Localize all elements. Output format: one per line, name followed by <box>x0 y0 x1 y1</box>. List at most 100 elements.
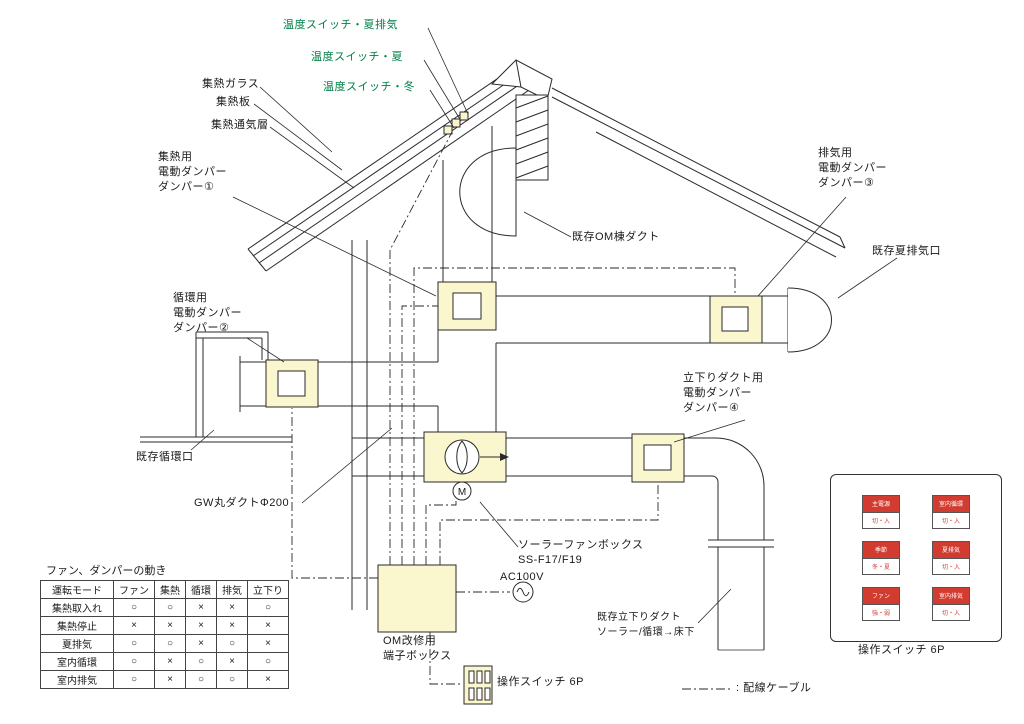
value-cell: ○ <box>216 634 248 653</box>
label-collector-plate: 集熱板 <box>216 96 251 108</box>
fan-box <box>351 431 509 501</box>
roof-left <box>247 65 533 272</box>
circulation-duct <box>239 356 438 412</box>
circulation-opening-structure <box>140 331 292 443</box>
switch-sub-label: 切・入 <box>933 603 969 620</box>
label-existing-circulation-opening: 既存循環口 <box>136 451 194 463</box>
panel-switch-4: ファン強・弱 <box>862 587 900 621</box>
temperature-sensors <box>443 111 469 135</box>
switch-label: ファン <box>863 588 899 604</box>
control-panel: 主電源切・入室内循環切・入季節冬・夏夏排気切・入ファン強・弱室内排気切・入 <box>830 474 1002 642</box>
panel-switch-0: 主電源切・入 <box>862 495 900 529</box>
table-col-header-3: 循環 <box>185 580 217 599</box>
value-cell: ○ <box>216 670 248 689</box>
label-ac100v: AC100V <box>500 571 544 583</box>
mode-cell: 集熱停止 <box>40 616 114 635</box>
value-cell: × <box>247 616 289 635</box>
value-cell: × <box>216 616 248 635</box>
label-temp-switch-winter: 温度スイッチ・冬 <box>323 81 415 93</box>
roof-right <box>551 87 846 258</box>
table-row-1: 集熱停止××××× <box>40 616 289 635</box>
value-cell: ○ <box>154 634 186 653</box>
collector-duct <box>442 126 493 282</box>
label-gw-round-duct: GW丸ダクトΦ200 <box>194 497 290 509</box>
label-damper1: 集熱用 電動ダンパー ダンパー① <box>158 151 227 193</box>
value-cell: × <box>185 634 217 653</box>
switch-sub-label: 強・弱 <box>863 603 899 620</box>
switch-label: 主電源 <box>863 496 899 512</box>
table-row-0: 集熱取入れ○○××○ <box>40 598 289 617</box>
panel-switch-1: 室内循環切・入 <box>932 495 970 529</box>
panel-switch-3: 夏排気切・入 <box>932 541 970 575</box>
downtake-duct <box>506 433 774 651</box>
label-existing-down-duct: 既存立下りダクト ソーラー/循環→床下 <box>597 612 695 638</box>
value-cell: × <box>216 598 248 617</box>
label-collector-glass: 集熱ガラス <box>202 78 260 90</box>
mode-cell: 集熱取入れ <box>40 598 114 617</box>
mode-cell: 室内循環 <box>40 652 114 671</box>
value-cell: ○ <box>185 652 217 671</box>
table-col-header-2: 集熱 <box>154 580 186 599</box>
value-cell: ○ <box>113 652 155 671</box>
leader-lines <box>190 27 898 624</box>
operation-switch-icon <box>463 665 493 705</box>
value-cell: ○ <box>185 670 217 689</box>
switch-label: 室内排気 <box>933 588 969 604</box>
label-damper2: 循環用 電動ダンパー ダンパー② <box>173 292 242 334</box>
switch-sub-label: 切・入 <box>863 511 899 528</box>
terminal-box-shape <box>377 564 457 633</box>
label-solar-fan-box: ソーラーファンボックス SS-F17/F19 <box>518 539 644 566</box>
table-col-header-5: 立下り <box>247 580 289 599</box>
value-cell: ○ <box>113 634 155 653</box>
value-cell: × <box>216 652 248 671</box>
value-cell: ○ <box>247 598 289 617</box>
switch-grid: 主電源切・入室内循環切・入季節冬・夏夏排気切・入ファン強・弱室内排気切・入 <box>831 475 1001 641</box>
table-col-header-1: ファン <box>113 580 155 599</box>
value-cell: ○ <box>113 598 155 617</box>
switch-label: 室内循環 <box>933 496 969 512</box>
wiring-cables <box>291 131 736 690</box>
label-temp-switch-summer: 温度スイッチ・夏 <box>311 51 403 63</box>
label-existing-summer-exhaust: 既存夏排気口 <box>872 245 941 257</box>
label-terminal-box: OM改修用 端子ボックス <box>383 635 452 662</box>
label-existing-om-ridge-duct: 既存OM棟ダクト <box>572 231 660 243</box>
panel-switch-5: 室内排気切・入 <box>932 587 970 621</box>
main-vertical-duct <box>437 330 497 432</box>
switch-label: 夏排気 <box>933 542 969 558</box>
panel-switch-2: 季節冬・夏 <box>862 541 900 575</box>
table-header-row: 運転モードファン集熱循環排気立下り <box>40 580 289 599</box>
value-cell: ○ <box>154 598 186 617</box>
label-wiring-legend: : 配線ケーブル <box>736 682 812 694</box>
damper3-box <box>709 287 832 353</box>
label-temp-switch-summer-exhaust: 温度スイッチ・夏排気 <box>283 19 398 31</box>
label-operation-switch-bottom: 操作スイッチ 6P <box>497 676 585 688</box>
exhaust-duct-horizontal <box>496 295 710 344</box>
table-row-4: 室内排気○×○○× <box>40 670 289 689</box>
label-collector-air-layer: 集熱通気層 <box>211 119 269 131</box>
value-cell: × <box>154 652 186 671</box>
table-row-2: 夏排気○○×○× <box>40 634 289 653</box>
value-cell: × <box>247 670 289 689</box>
value-cell: ○ <box>113 670 155 689</box>
value-cell: × <box>113 616 155 635</box>
label-operation-switch-panel: 操作スイッチ 6P <box>858 644 946 656</box>
mode-cell: 室内排気 <box>40 670 114 689</box>
table-row-3: 室内循環○×○×○ <box>40 652 289 671</box>
value-cell: × <box>154 616 186 635</box>
table-title: ファン、ダンパーの動き <box>46 565 167 577</box>
value-cell: × <box>154 670 186 689</box>
switch-label: 季節 <box>863 542 899 558</box>
value-cell: × <box>247 634 289 653</box>
motor-label: M <box>458 487 466 498</box>
value-cell: ○ <box>247 652 289 671</box>
gw-round-duct-shape <box>351 240 368 610</box>
fan-damper-mode-table: 運転モードファン集熱循環排気立下り 集熱取入れ○○××○集熱停止×××××夏排気… <box>40 580 289 689</box>
damper1-box <box>437 281 497 331</box>
ac-source-symbol <box>512 581 534 603</box>
switch-sub-label: 切・入 <box>933 511 969 528</box>
mode-cell: 夏排気 <box>40 634 114 653</box>
om-ridge-duct-shape <box>459 147 517 237</box>
ridge-chimney <box>515 94 549 181</box>
